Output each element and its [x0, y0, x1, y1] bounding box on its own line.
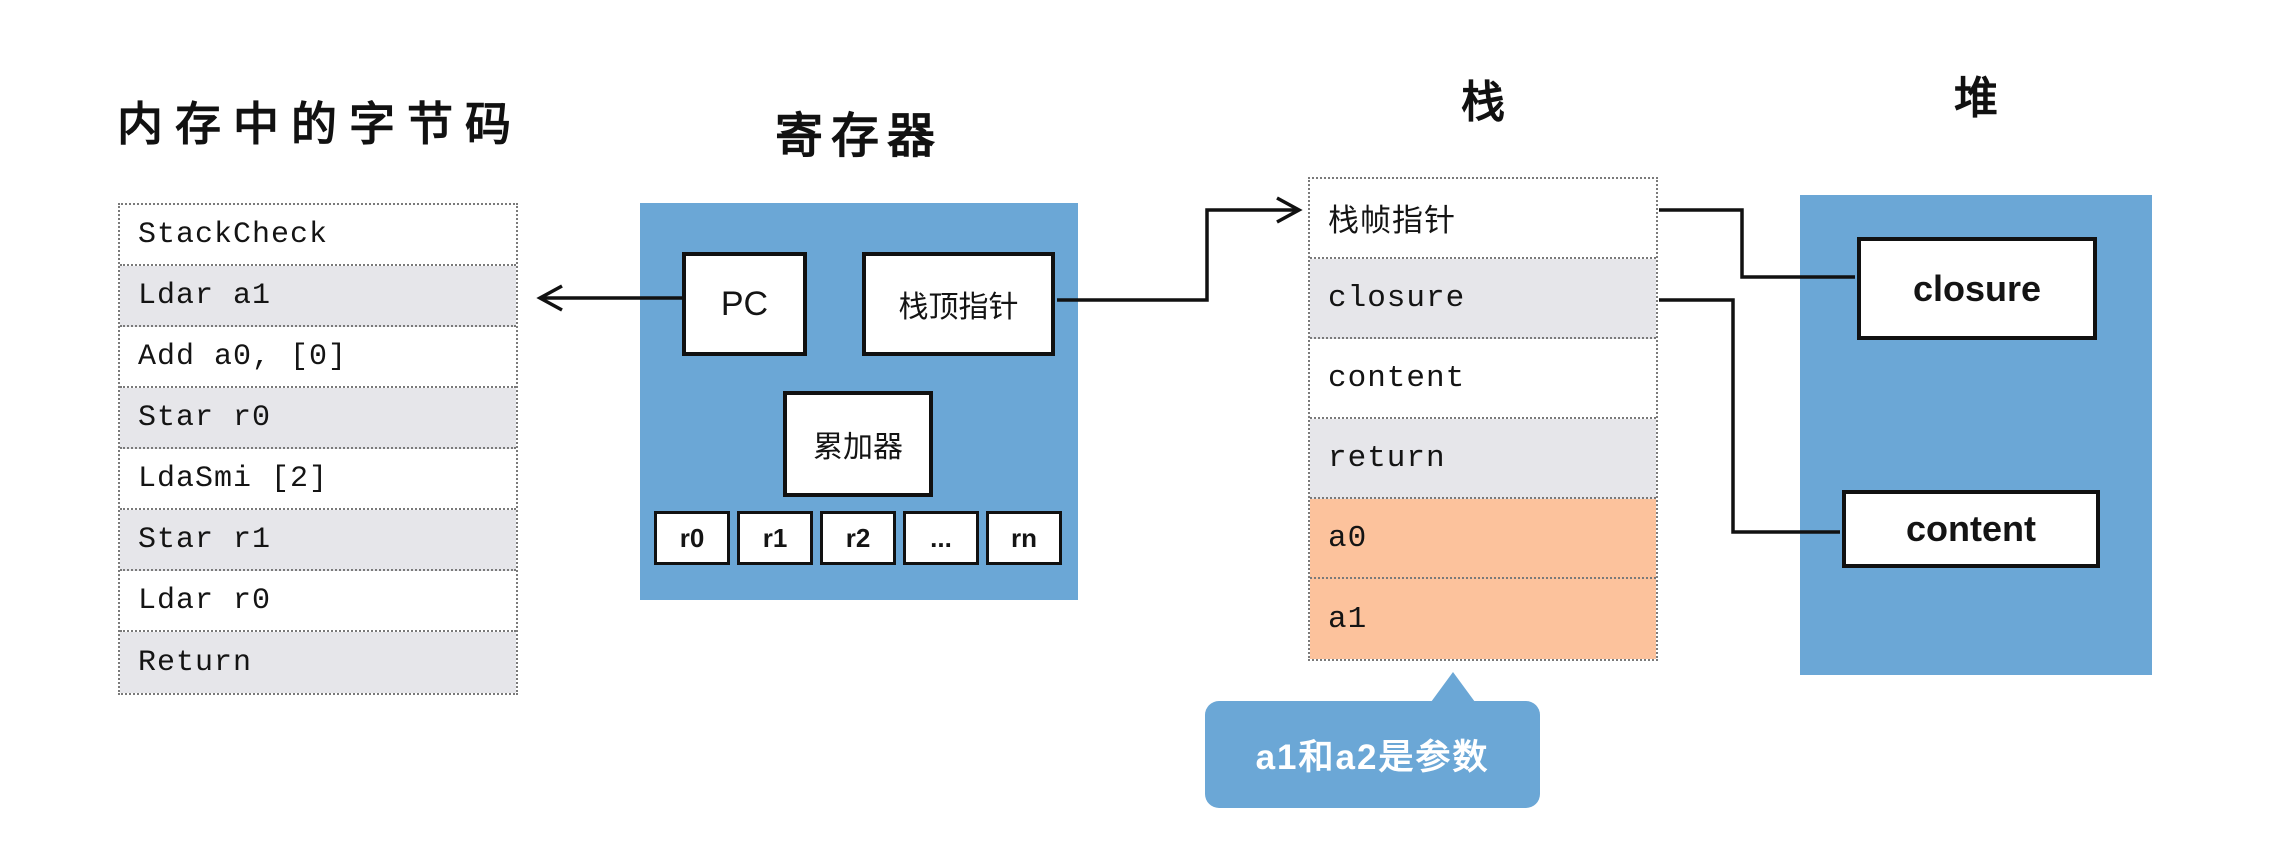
stack-row-closure: closure [1310, 259, 1656, 339]
bytecode-row: Ldar r0 [120, 571, 516, 632]
register-cell-ellipsis: ... [903, 511, 979, 565]
stack-section-title: 栈 [1461, 78, 1505, 127]
registers-box: PC 栈顶指针 累加器 r0 r1 r2 ... rn [640, 203, 1078, 600]
callout-text: a1和a2是参数 [1255, 738, 1490, 777]
parameters-callout: a1和a2是参数 [1205, 701, 1540, 808]
bytecode-row: Return [120, 632, 516, 693]
heap-closure-object-box: closure [1857, 237, 2097, 340]
stack-row-return: return [1310, 419, 1656, 499]
bytecode-row: LdaSmi [2] [120, 449, 516, 510]
bytecode-row: Star r1 [120, 510, 516, 571]
stack-top-pointer-register-box: 栈顶指针 [862, 252, 1055, 356]
stack-top-pointer-to-stack-arrow [1057, 196, 1303, 302]
pc-register-box: PC [682, 252, 807, 356]
register-cell-r2: r2 [820, 511, 896, 565]
heap-section-title: 堆 [1954, 74, 1998, 123]
register-cell-r1: r1 [737, 511, 813, 565]
stack-row-content: content [1310, 339, 1656, 419]
stack-row-a1: a1 [1310, 579, 1656, 659]
bytecode-row: Ldar a1 [120, 266, 516, 327]
bytecode-row: Star r0 [120, 388, 516, 449]
callout-pointer-triangle [1431, 672, 1475, 702]
general-register-row: r0 r1 r2 ... rn [654, 511, 1062, 565]
stack-row-frame-pointer: 栈帧指针 [1310, 179, 1656, 259]
heap-box: closure content [1800, 195, 2152, 675]
stack-row-a0: a0 [1310, 499, 1656, 579]
registers-section-title: 寄存器 [774, 110, 943, 163]
register-cell-rn: rn [986, 511, 1062, 565]
bytecode-row: StackCheck [120, 205, 516, 266]
bytecode-section-title: 内存中的字节码 [117, 98, 523, 150]
stack-list: 栈帧指针 closure content return a0 a1 [1308, 177, 1658, 661]
register-cell-r0: r0 [654, 511, 730, 565]
accumulator-register-box: 累加器 [783, 391, 933, 497]
bytecode-list: StackCheck Ldar a1 Add a0, [0] Star r0 L… [118, 203, 518, 695]
heap-content-object-box: content [1842, 490, 2100, 568]
bytecode-row: Add a0, [0] [120, 327, 516, 388]
